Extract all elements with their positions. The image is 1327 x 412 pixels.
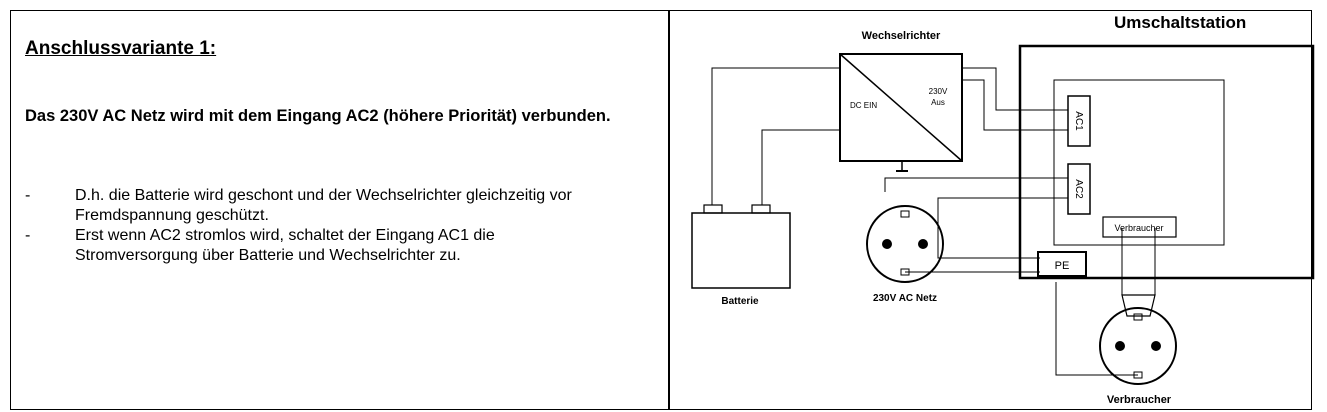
description-cell: Anschlussvariante 1: Das 230V AC Netz wi… xyxy=(25,38,655,264)
station-inner-box xyxy=(1053,79,1225,246)
ac2-label: AC2 xyxy=(1073,179,1084,199)
list-item: - D.h. die Batterie wird geschont und de… xyxy=(25,186,655,226)
battery-icon xyxy=(691,212,791,289)
switching-station-box xyxy=(1018,44,1315,280)
pe-label: PE xyxy=(1055,260,1070,272)
table-border xyxy=(10,10,1312,410)
bullet-dash: - xyxy=(25,187,31,204)
pe-terminal xyxy=(1037,251,1087,277)
cell-divider xyxy=(668,10,670,410)
grid-label: 230V AC Netz xyxy=(873,293,937,304)
ac1-terminal xyxy=(1067,95,1091,147)
bullet-dash: - xyxy=(25,227,31,244)
bullet-text: Erst wenn AC2 stromlos wird, schaltet de… xyxy=(75,227,495,264)
plug-icon xyxy=(1121,294,1156,317)
dc-input-label: DC EIN xyxy=(850,101,877,110)
ac2-terminal xyxy=(1067,163,1091,215)
ac1-label: AC1 xyxy=(1073,111,1084,131)
bullet-text: D.h. die Batterie wird geschont und der … xyxy=(75,187,572,224)
ac-output-label-1: 230V xyxy=(929,87,948,96)
consumer-socket-icon xyxy=(1099,307,1177,385)
consumer-terminal xyxy=(1102,216,1177,238)
variant-summary: Das 230V AC Netz wird mit dem Eingang AC… xyxy=(25,107,611,125)
consumer-terminal-label: Verbraucher xyxy=(1114,223,1163,233)
station-title: Umschaltstation xyxy=(1114,13,1246,32)
ac-output-label-2: Aus xyxy=(931,98,945,107)
variant-heading: Anschlussvariante 1: xyxy=(25,38,217,59)
inverter-title: Wechselrichter xyxy=(862,30,941,42)
consumer-label: Verbraucher xyxy=(1107,394,1172,406)
inverter-box xyxy=(839,53,963,162)
list-item: - Erst wenn AC2 stromlos wird, schaltet … xyxy=(25,226,655,266)
wiring-diagram: Umschaltstation Wechselrichter DC EIN 23… xyxy=(691,13,1315,406)
bullet-list: - D.h. die Batterie wird geschont und de… xyxy=(25,186,655,266)
grid-socket-icon xyxy=(866,205,944,283)
inverter-diagonal xyxy=(839,53,963,162)
battery-label: Batterie xyxy=(721,296,759,307)
wires xyxy=(711,67,1156,376)
